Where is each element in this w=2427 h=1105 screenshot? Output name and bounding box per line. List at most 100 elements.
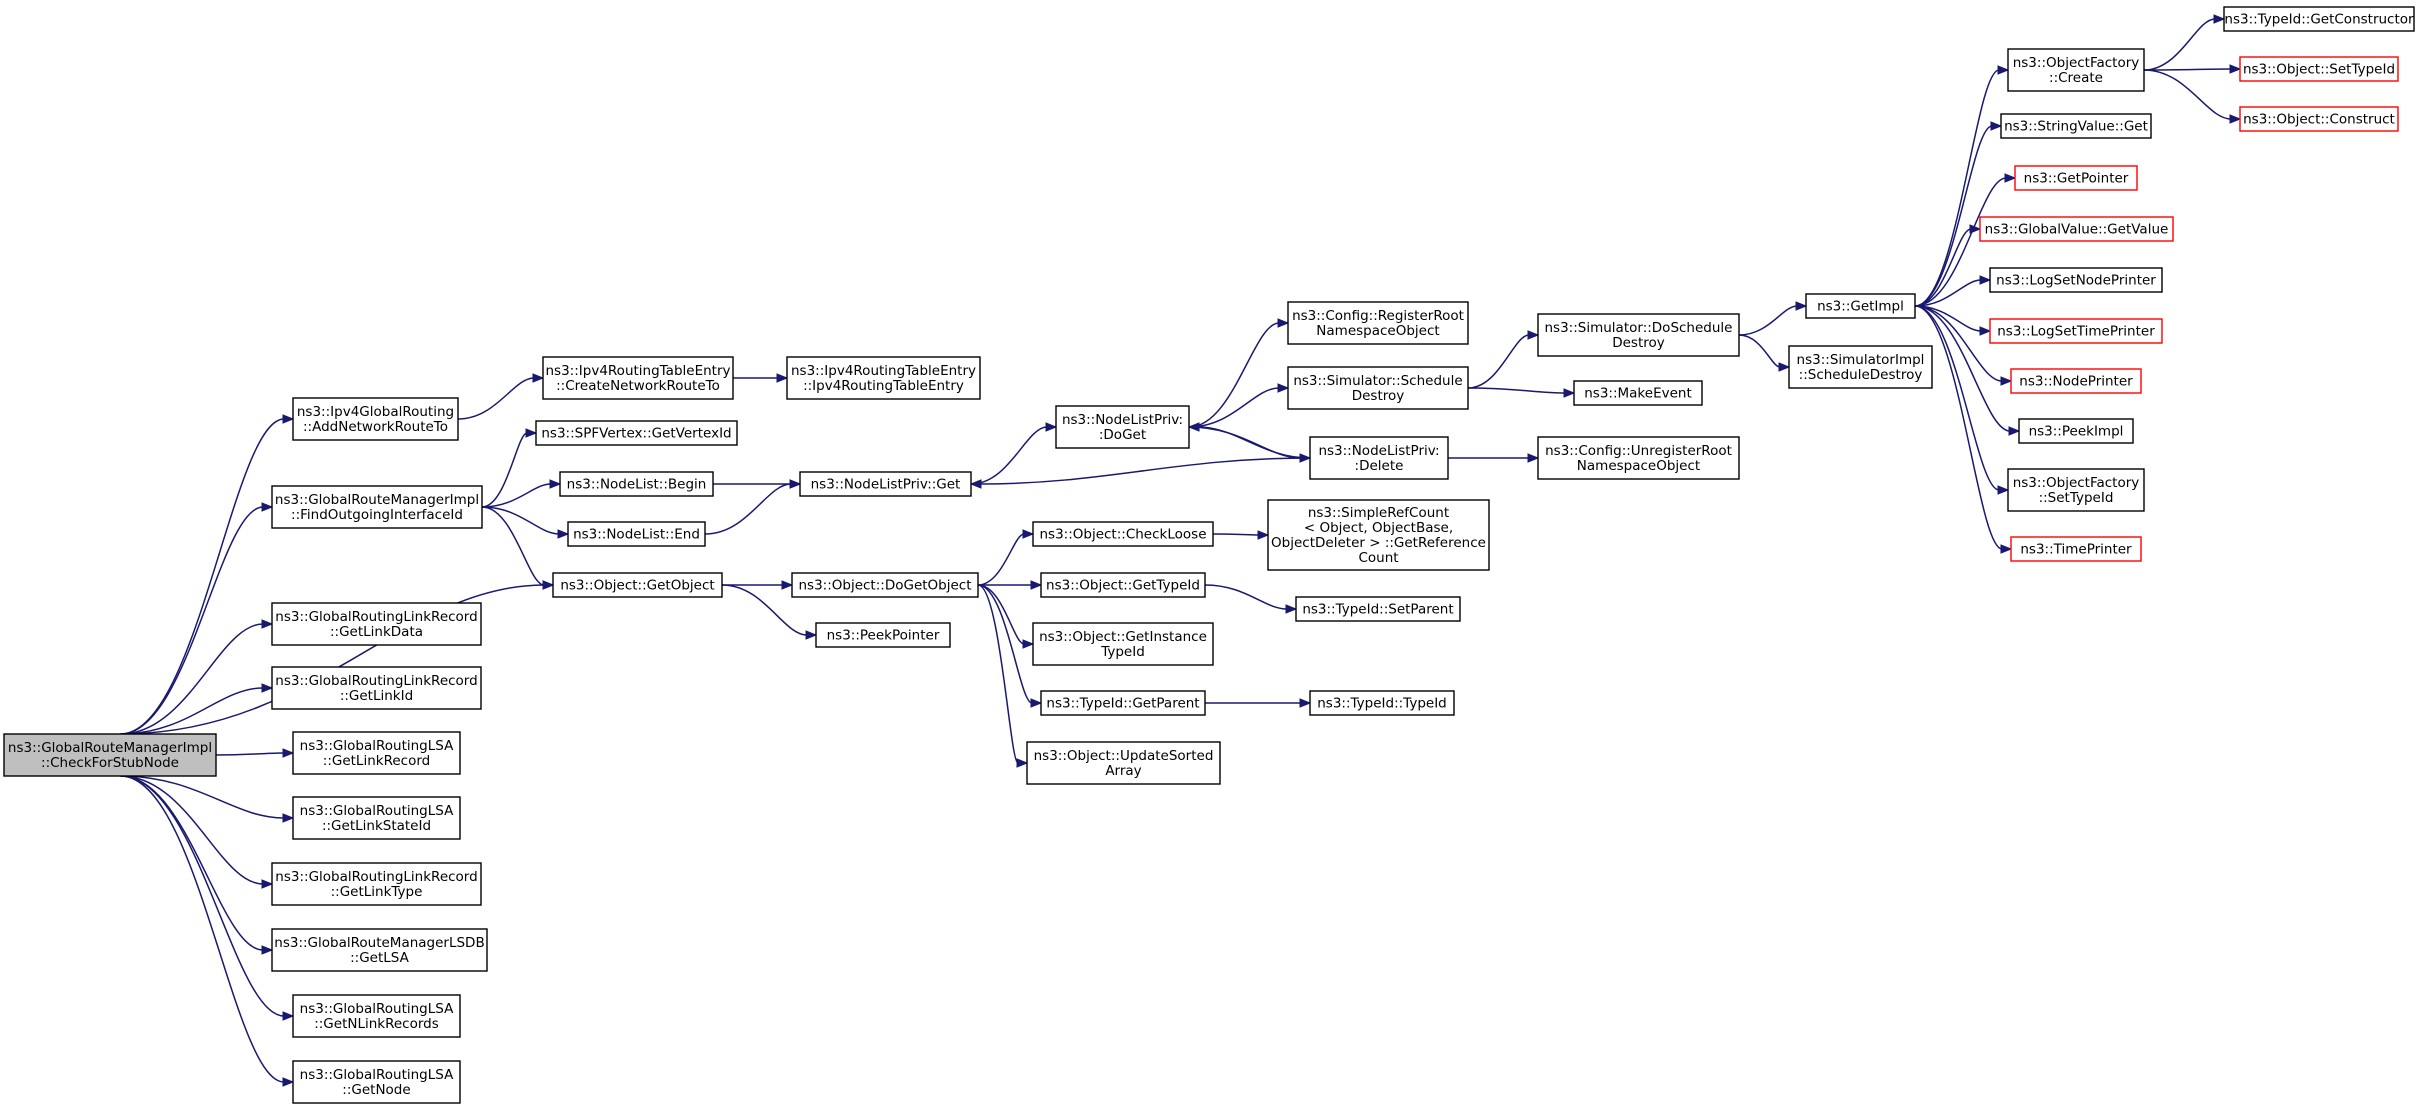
node-box <box>1040 690 1206 716</box>
node-box <box>2000 113 2152 139</box>
node-lsagetnlink[interactable]: ns3::GlobalRoutingLSA::GetNLinkRecords <box>292 994 461 1038</box>
node-label: ObjectDeleter > ::GetReference <box>1271 535 1486 551</box>
node-getimpl[interactable]: ns3::GetImpl <box>1805 293 1916 319</box>
node-objgettypeid[interactable]: ns3::Object::GetTypeId <box>1040 572 1206 598</box>
node-lsdbgetlsa[interactable]: ns3::GlobalRouteManagerLSDB::GetLSA <box>271 928 488 972</box>
edge-root-to-lrgetlinkid <box>120 687 264 735</box>
node-label: ::GetLinkData <box>330 624 423 640</box>
node-stringvalueget[interactable]: ns3::StringValue::Get <box>2000 113 2152 139</box>
node-label: ns3::TimePrinter <box>2020 542 2132 558</box>
node-makeevent[interactable]: ns3::MakeEvent <box>1573 380 1703 406</box>
node-label: NamespaceObject <box>1577 458 1700 474</box>
node-nlbegin[interactable]: ns3::NodeList::Begin <box>559 471 714 497</box>
node-lsagetlinkstateid[interactable]: ns3::GlobalRoutingLSA::GetLinkStateId <box>292 796 461 840</box>
node-label: ns3::SPFVertex::GetVertexId <box>541 426 731 442</box>
node-lrgetlinktype[interactable]: ns3::GlobalRoutingLinkRecord::GetLinkTyp… <box>271 862 482 906</box>
node-box <box>271 602 482 646</box>
node-label: ::CreateNetworkRouteTo <box>556 378 720 394</box>
node-tidsetparent[interactable]: ns3::TypeId::SetParent <box>1295 596 1461 622</box>
node-checkloose[interactable]: ns3::Object::CheckLoose <box>1032 521 1214 547</box>
node-label: ns3::TypeId::GetConstructor <box>2224 12 2414 28</box>
node-peekpointer[interactable]: ns3::PeekPointer <box>815 622 951 648</box>
node-box <box>1573 380 1703 406</box>
node-label: ns3::NodeList::End <box>573 527 700 543</box>
node-tidgetctor[interactable]: ns3::TypeId::GetConstructor <box>2223 6 2415 32</box>
edge-arrowhead <box>525 428 538 438</box>
node-tidtypeid[interactable]: ns3::TypeId::TypeId <box>1309 690 1455 716</box>
node-getpointer[interactable]: ns3::GetPointer <box>2014 165 2138 191</box>
node-globalvalueget[interactable]: ns3::GlobalValue::GetValue <box>1979 216 2174 242</box>
node-objsettypeid[interactable]: ns3::Object::SetTypeId <box>2239 56 2399 82</box>
node-box <box>799 471 972 497</box>
edge-arrowhead <box>1299 698 1312 708</box>
edge-arrowhead <box>776 373 789 383</box>
node-label: ::FindOutgoingInterfaceId <box>291 507 463 523</box>
node-label: ns3::Object::GetObject <box>560 578 714 594</box>
node-simplerefcount[interactable]: ns3::SimpleRefCount< Object, ObjectBase,… <box>1267 499 1490 571</box>
edge-getimpl-to-logsetnodeprinter <box>1914 279 1982 307</box>
node-objconstruct[interactable]: ns3::Object::Construct <box>2239 106 2399 132</box>
node-nlprivdelete[interactable]: ns3::NodeListPriv::Delete <box>1309 436 1449 480</box>
node-label: ::ScheduleDestroy <box>1799 367 1923 383</box>
node-addnet[interactable]: ns3::Ipv4GlobalRouting::AddNetworkRouteT… <box>292 397 459 441</box>
node-unregroot[interactable]: ns3::Config::UnregisterRootNamespaceObje… <box>1537 436 1740 480</box>
node-tidgetparent[interactable]: ns3::TypeId::GetParent <box>1040 690 1206 716</box>
node-ofcreate[interactable]: ns3::ObjectFactory::Create <box>2007 48 2145 92</box>
node-timeprinter[interactable]: ns3::TimePrinter <box>2010 536 2142 562</box>
node-box <box>1989 267 2163 293</box>
edge-arrowhead <box>282 414 295 424</box>
edge-arrowhead <box>542 580 555 590</box>
node-label: Destroy <box>1612 335 1665 351</box>
node-label: ::GetLinkType <box>331 884 423 900</box>
edge-arrowhead <box>1277 383 1290 393</box>
node-box <box>1295 596 1461 622</box>
node-root[interactable]: ns3::GlobalRouteManagerImpl::CheckForStu… <box>3 733 217 777</box>
node-spfgetvertexid[interactable]: ns3::SPFVertex::GetVertexId <box>535 420 738 446</box>
edge-root-to-lsagetlinkstateid <box>120 775 285 819</box>
node-lsagetnode[interactable]: ns3::GlobalRoutingLSA::GetNode <box>292 1060 461 1104</box>
node-simschedule[interactable]: ns3::Simulator::ScheduleDestroy <box>1287 366 1469 410</box>
node-rtecreate[interactable]: ns3::Ipv4RoutingTableEntry::CreateNetwor… <box>542 356 734 400</box>
edge-root-to-lsagetlinkrecord <box>215 752 285 756</box>
node-label: ns3::GlobalRoutingLinkRecord <box>275 673 477 689</box>
node-label: ns3::NodeList::Begin <box>567 477 707 493</box>
node-lrgetlinkid[interactable]: ns3::GlobalRoutingLinkRecord::GetLinkId <box>271 666 482 710</box>
node-nlend[interactable]: ns3::NodeList::End <box>567 521 706 547</box>
edge-arrowhead <box>532 373 545 383</box>
node-box <box>2014 165 2138 191</box>
edge-dogetobject-to-updatesorted <box>977 584 1019 764</box>
node-peekimpl[interactable]: ns3::PeekImpl <box>2018 418 2134 444</box>
call-graph-edges <box>120 14 2242 1087</box>
node-dogetobject[interactable]: ns3::Object::DoGetObject <box>791 572 979 598</box>
edge-arrowhead <box>261 619 274 629</box>
edge-arrowhead <box>261 879 274 889</box>
node-rtector[interactable]: ns3::Ipv4RoutingTableEntry::Ipv4RoutingT… <box>786 356 981 400</box>
node-lsagetlinkrecord[interactable]: ns3::GlobalRoutingLSA::GetLinkRecord <box>292 731 461 775</box>
node-nlprivdoget[interactable]: ns3::NodeListPriv::DoGet <box>1055 405 1190 449</box>
node-simimpl[interactable]: ns3::SimulatorImpl::ScheduleDestroy <box>1788 345 1933 389</box>
node-box <box>2239 106 2399 132</box>
node-box <box>1537 436 1740 480</box>
node-getobject[interactable]: ns3::Object::GetObject <box>552 572 723 598</box>
node-nlprivget[interactable]: ns3::NodeListPriv::Get <box>799 471 972 497</box>
node-findout[interactable]: ns3::GlobalRouteManagerImpl::FindOutgoin… <box>271 485 483 529</box>
edge-arrowhead <box>1016 758 1029 768</box>
node-ofsettypeid[interactable]: ns3::ObjectFactory::SetTypeId <box>2007 468 2145 512</box>
edge-arrowhead <box>2229 114 2242 124</box>
node-label: ::CheckForStubNode <box>41 755 179 771</box>
edge-getimpl-to-peekimpl <box>1914 305 2011 432</box>
node-label: :Delete <box>1355 458 1404 474</box>
edge-arrowhead <box>1030 698 1043 708</box>
node-box <box>1309 436 1449 480</box>
node-logsetnodeprinter[interactable]: ns3::LogSetNodePrinter <box>1989 267 2163 293</box>
node-box <box>791 572 979 598</box>
node-logsettimeprinter[interactable]: ns3::LogSetTimePrinter <box>1989 318 2163 344</box>
node-label: NamespaceObject <box>1316 323 1439 339</box>
node-lrgetlinkdata[interactable]: ns3::GlobalRoutingLinkRecord::GetLinkDat… <box>271 602 482 646</box>
node-box <box>292 731 461 775</box>
node-nodeprinter[interactable]: ns3::NodePrinter <box>2010 368 2142 394</box>
